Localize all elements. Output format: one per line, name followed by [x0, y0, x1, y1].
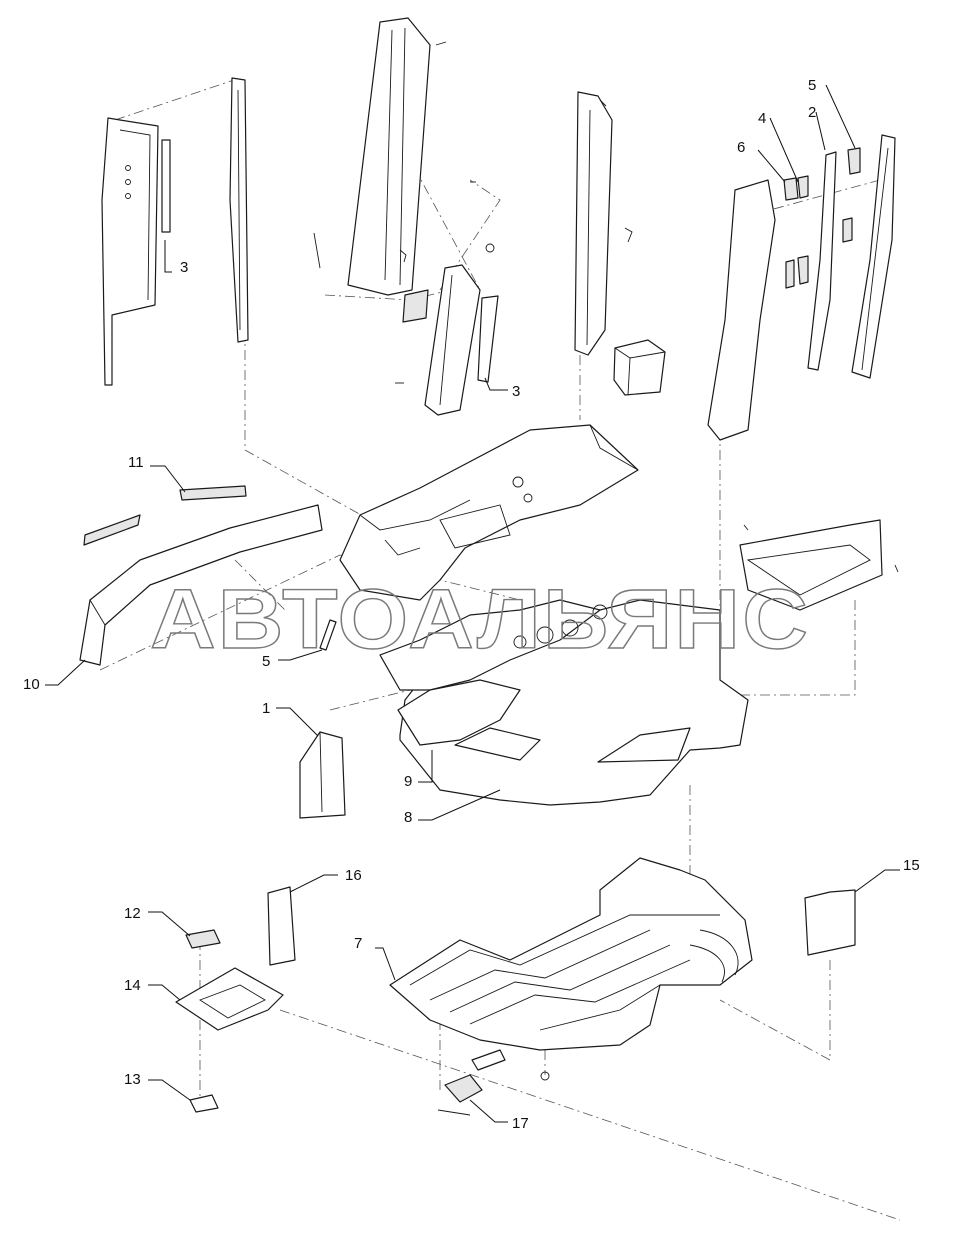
callout-12: 12	[124, 905, 141, 922]
small-parts-group	[175, 886, 856, 1116]
callout-5-lower: 5	[262, 653, 270, 670]
callout-3-center: 3	[512, 383, 520, 400]
callout-7: 7	[354, 935, 362, 952]
right-side-trim-group	[707, 134, 896, 441]
right-bracket-panel	[739, 519, 899, 611]
callout-1: 1	[262, 700, 270, 717]
cup-holder	[613, 339, 666, 396]
callout-5-top: 5	[808, 77, 816, 94]
callout-10: 10	[23, 676, 40, 693]
callout-4: 4	[758, 110, 766, 127]
callout-14: 14	[124, 977, 141, 994]
callout-8: 8	[404, 809, 412, 826]
callout-labels: 1 2 3 3 4 5 5 6 7 8 9 10 11 12 13 14 15 …	[23, 77, 920, 1132]
left-a-pillar-trim	[101, 77, 249, 386]
leader-lines	[45, 84, 900, 1123]
assembly-lines	[99, 77, 901, 1221]
callout-11: 11	[128, 454, 144, 471]
callout-3-left: 3	[180, 259, 188, 276]
side-panel-1	[299, 731, 346, 819]
callout-16: 16	[345, 867, 362, 884]
lower-trim-strip	[79, 485, 323, 666]
callout-2: 2	[808, 104, 816, 121]
callout-13: 13	[124, 1071, 141, 1088]
dashboard-panel	[339, 424, 639, 601]
floor-mat-7	[389, 857, 753, 1051]
callout-15: 15	[903, 857, 920, 874]
right-b-pillar-trim	[574, 91, 633, 356]
callout-9: 9	[404, 773, 412, 790]
watermark-text: АВТОАЛЬЯНС	[150, 572, 810, 666]
center-pillar-trim	[313, 17, 499, 416]
floor-insulation-mats	[319, 599, 749, 806]
callout-6: 6	[737, 139, 745, 156]
callout-17: 17	[512, 1115, 529, 1132]
